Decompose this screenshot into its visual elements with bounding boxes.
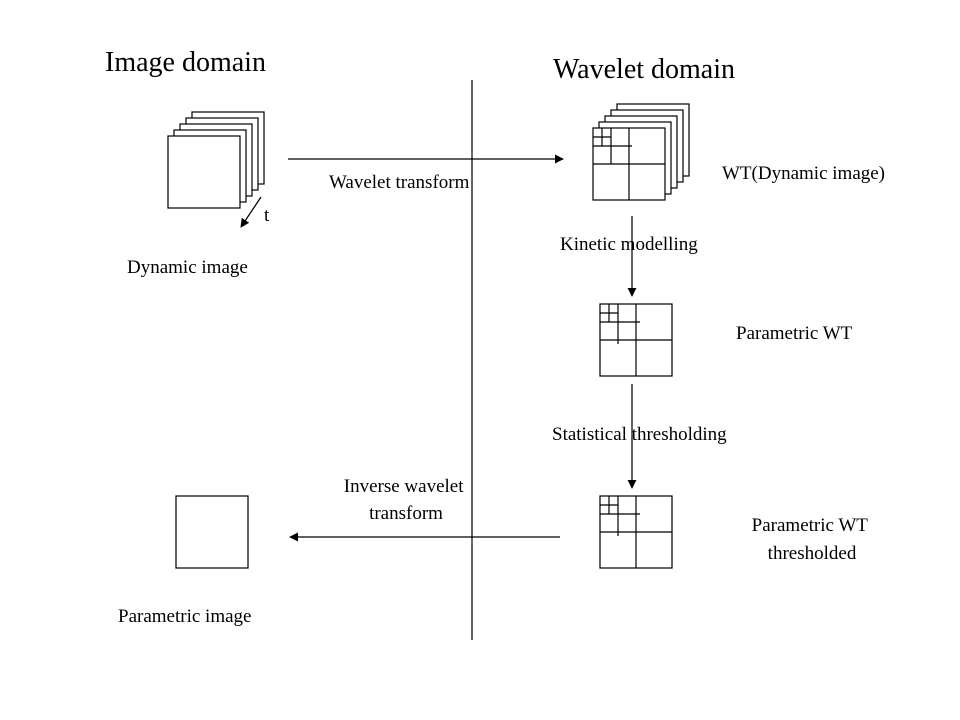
statistical-thresholding-label: Statistical thresholding xyxy=(552,424,727,445)
parametric-wt-label: Parametric WT xyxy=(736,323,853,344)
image-domain-heading: Image domain xyxy=(105,47,266,78)
dynamic-image-label: Dynamic image xyxy=(127,257,248,278)
time-axis-label: t xyxy=(264,205,270,226)
inverse-wavelet-line1: Inverse wavelet xyxy=(344,476,464,497)
dynamic-image-stack xyxy=(167,111,265,209)
inverse-wavelet-transform-label: Inverse wavelet transform xyxy=(344,476,469,524)
parametric-wt-thresholded-line1: Parametric WT xyxy=(752,515,869,536)
wavelet-domain-heading: Wavelet domain xyxy=(553,54,735,85)
parametric-wt-thresholded-line2: thresholded xyxy=(768,543,857,564)
parametric-wt-thresholded-square xyxy=(599,495,673,569)
kinetic-modelling-label: Kinetic modelling xyxy=(560,234,698,255)
parametric-wt-square xyxy=(599,303,673,377)
inverse-wavelet-line2: transform xyxy=(369,503,443,524)
wt-dynamic-image-stack xyxy=(592,103,690,201)
wavelet-transform-label: Wavelet transform xyxy=(329,172,470,193)
parametric-image-square xyxy=(175,495,249,569)
parametric-image-label: Parametric image xyxy=(118,606,251,627)
wt-dynamic-image-label: WT(Dynamic image) xyxy=(722,163,885,184)
parametric-wt-thresholded-label: Parametric WT thresholded xyxy=(752,515,873,564)
time-axis-arrow xyxy=(240,196,262,228)
